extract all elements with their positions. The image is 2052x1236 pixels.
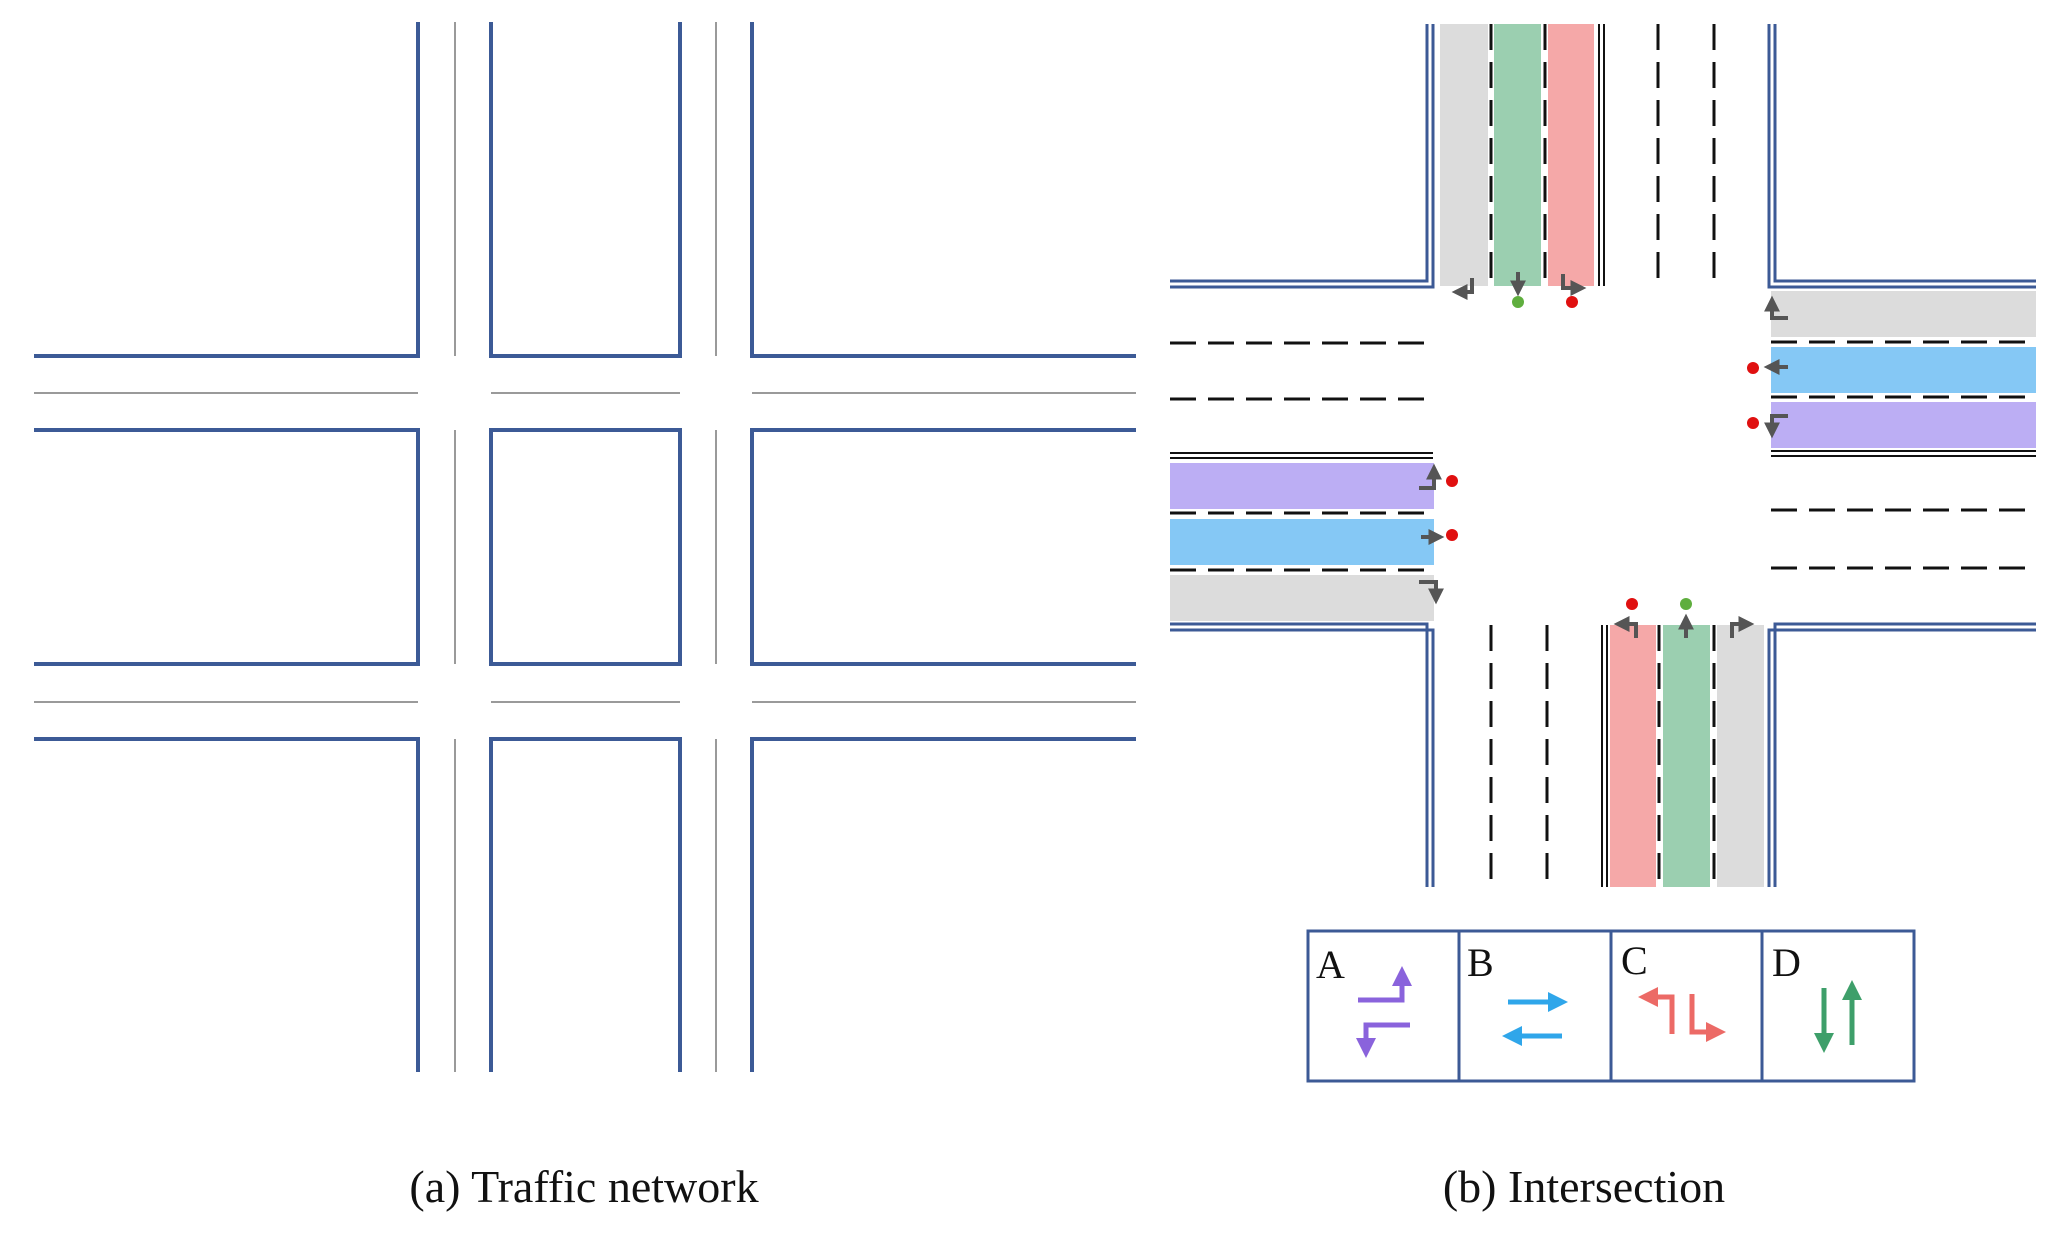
east-left-turn-lane — [1771, 402, 2036, 448]
movement-arrows — [1419, 272, 1788, 638]
phase-label-a: A — [1316, 942, 1345, 987]
south-through-lane — [1663, 625, 1710, 887]
north-through-signal — [1512, 296, 1524, 308]
east-right-turn-lane — [1771, 291, 2036, 337]
phase-label-b: B — [1467, 940, 1494, 985]
south-left-turn-arrow-icon — [1613, 616, 1638, 638]
phase-label-c: C — [1621, 938, 1648, 983]
curb-northwest — [1170, 24, 1435, 289]
north-left-turn-lane — [1548, 24, 1594, 286]
block-edge — [750, 428, 1136, 666]
curb-northwest — [1170, 24, 1429, 283]
curb-southeast — [1773, 622, 2036, 887]
west-left-signal — [1446, 475, 1458, 487]
intersection-road-edges — [1170, 24, 2036, 887]
south-through-signal — [1680, 598, 1692, 610]
block-edge — [34, 22, 420, 358]
west-right-turn-lane — [1170, 575, 1434, 621]
caption-traffic-network: (a) Traffic network — [409, 1161, 758, 1212]
block-edge — [750, 737, 1136, 1072]
block-edge — [34, 428, 420, 666]
curb-southwest — [1170, 628, 1435, 887]
north-right-turn-arrow-icon — [1451, 278, 1474, 300]
curb-southeast — [1767, 628, 2036, 887]
west-through-signal — [1446, 529, 1458, 541]
north-through-lane — [1494, 24, 1541, 286]
block-edge — [489, 428, 682, 666]
curb-northeast — [1767, 24, 2036, 289]
network-road-medians — [34, 22, 1136, 1072]
signal-lights — [1446, 296, 1759, 610]
phase-label-d: D — [1772, 940, 1801, 985]
north-left-turn-arrow-icon — [1561, 274, 1587, 296]
network-road-edges — [34, 22, 1136, 1072]
south-right-turn-arrow-icon — [1730, 616, 1755, 638]
west-left-turn-arrow-icon — [1419, 463, 1442, 490]
block-edge — [750, 22, 1136, 358]
intersection-diagram: A B C D — [1170, 24, 2036, 1083]
curb-northeast — [1773, 24, 2036, 283]
west-right-turn-arrow-icon — [1419, 580, 1444, 605]
block-edge — [489, 22, 682, 358]
phase-legend: A B C D — [1306, 929, 1916, 1083]
east-left-signal — [1747, 417, 1759, 429]
east-through-lane — [1771, 347, 2036, 393]
south-arm-lanes — [1610, 625, 1764, 887]
caption-intersection: (b) Intersection — [1443, 1161, 1725, 1212]
east-left-turn-arrow-icon — [1764, 414, 1788, 439]
east-through-signal — [1747, 362, 1759, 374]
north-arm-lanes — [1440, 24, 1594, 286]
block-edge — [489, 737, 682, 1072]
west-arm-lanes — [1170, 463, 1434, 621]
west-through-lane — [1170, 519, 1434, 565]
through-pair-vertical-icon — [1814, 980, 1862, 1053]
traffic-network-diagram — [34, 22, 1136, 1072]
through-pair-horizontal-icon — [1502, 992, 1568, 1046]
south-left-turn-lane — [1610, 625, 1656, 887]
phase-box-a — [1306, 929, 1461, 1083]
phase-box-b — [1457, 929, 1613, 1083]
block-edge — [34, 737, 420, 1072]
east-right-turn-arrow-icon — [1764, 295, 1788, 320]
left-turn-pair-icon — [1356, 966, 1412, 1058]
lane-markings — [1170, 24, 2036, 887]
left-turn-pair-vertical-icon — [1638, 987, 1726, 1042]
phase-box-d — [1760, 929, 1916, 1083]
phase-box-c — [1609, 929, 1764, 1083]
east-arm-lanes — [1771, 291, 2036, 448]
curb-southwest — [1170, 622, 1429, 887]
north-left-signal — [1566, 296, 1578, 308]
north-right-turn-lane — [1440, 24, 1488, 286]
south-right-turn-lane — [1717, 625, 1764, 887]
west-left-turn-lane — [1170, 463, 1434, 509]
south-left-signal — [1626, 598, 1638, 610]
